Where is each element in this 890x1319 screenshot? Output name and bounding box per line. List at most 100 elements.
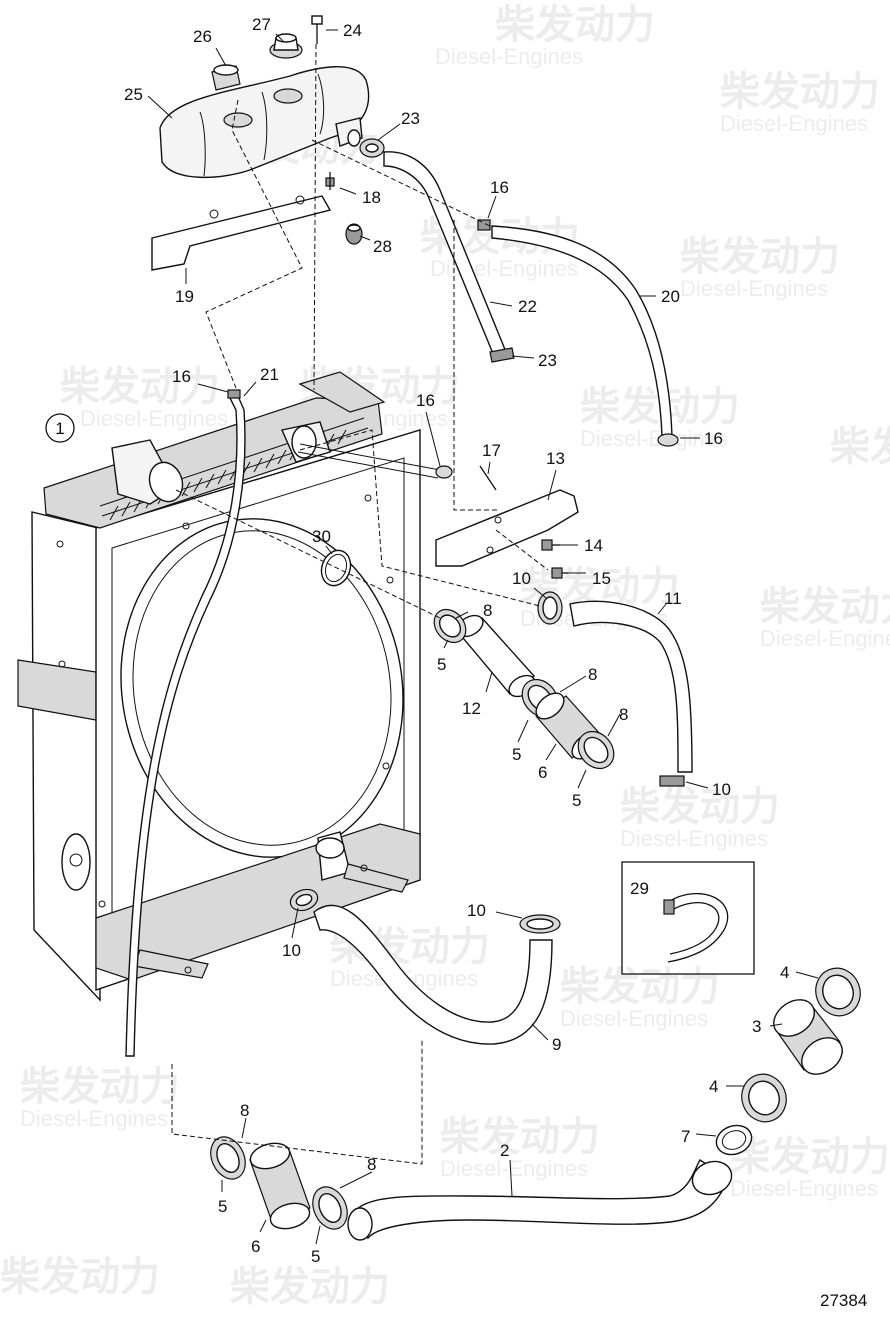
tank-filler-neck (223, 112, 253, 128)
part-label-30: 30 (312, 527, 331, 546)
drain-plug-boss (61, 833, 91, 891)
o-ring-7 (715, 1124, 753, 1156)
watermark: 柴发动力 Diesel-Engines (680, 234, 840, 301)
watermark: 柴发动力 (230, 1264, 390, 1310)
tank-bolt (311, 15, 323, 44)
part-label-16-pipe: 16 (172, 367, 191, 386)
part-label-9: 9 (552, 1035, 561, 1054)
clamp-16-pipe (227, 389, 241, 399)
inset-part-label: 29 (630, 879, 649, 898)
part-label-16-hose-bottom: 16 (704, 429, 723, 448)
watermark: 柴发动力 (830, 424, 890, 470)
watermark-cn: 柴发动力 (560, 964, 720, 1010)
part-label-5-bottom-left: 5 (218, 1197, 227, 1216)
part-label-10-hose-9-right: 10 (467, 901, 486, 920)
clamp-23-lower (489, 347, 515, 363)
upper-radiator-hose (569, 600, 693, 773)
assembly-marker-label: 1 (55, 419, 64, 438)
part-label-27: 27 (252, 15, 271, 34)
watermark-cn: 柴发动力 (0, 1254, 160, 1300)
part-label-22: 22 (518, 297, 537, 316)
watermark-en: Diesel-Engines (720, 111, 868, 136)
radiator-vent-pipe (125, 395, 246, 1057)
inset-box (621, 861, 755, 975)
watermark-en: Diesel-Engines (580, 426, 728, 451)
mount-bracket (435, 489, 579, 567)
watermark-cn: 柴发动力 (620, 784, 780, 830)
watermark: 柴发动力 (0, 1254, 160, 1300)
tank-bracket (151, 195, 332, 271)
watermark-en: Diesel-Engines (435, 44, 583, 69)
part-label-6-bottom: 6 (251, 1237, 260, 1256)
part-label-21: 21 (260, 365, 279, 384)
part-label-4-upper: 4 (780, 963, 789, 982)
watermark-cn: 柴发动力 (495, 2, 655, 48)
watermark: 柴发动力 Diesel-Engines (435, 2, 655, 69)
part-label-5-upper: 5 (437, 655, 446, 674)
clamp-4-upper (815, 967, 861, 1017)
part-label-5-middle: 5 (512, 745, 521, 764)
clamp-16-hose-bottom (657, 433, 679, 447)
pin (479, 465, 497, 491)
watermark: 柴发动力 Diesel-Engines (560, 964, 720, 1031)
part-label-19: 19 (175, 287, 194, 306)
watermark: 柴发动力 Diesel-Engines (760, 584, 890, 651)
part-label-20: 20 (661, 287, 680, 306)
watermark-cn: 柴发动力 (730, 1134, 890, 1180)
clamp-5-8-bottom-right (312, 1186, 348, 1230)
watermark-cn: 柴发动力 (680, 234, 840, 280)
part-label-8-lower: 8 (619, 705, 628, 724)
part-label-10-hose-9-left: 10 (282, 941, 301, 960)
part-label-15: 15 (592, 569, 611, 588)
part-label-10-hose-end: 10 (712, 780, 731, 799)
part-label-8-upper: 8 (483, 601, 492, 620)
clamp-10-hose-11 (537, 591, 563, 625)
drawing-number: 27384 (820, 1291, 867, 1310)
part-label-6-upper: 6 (538, 763, 547, 782)
watermark-cn: 柴发动力 (720, 69, 880, 115)
part-label-25: 25 (124, 85, 143, 104)
watermark-cn: 柴发动力 (60, 364, 220, 410)
watermark-en: Diesel-Engines (760, 626, 890, 651)
tank-pressure-neck (273, 88, 303, 104)
expansion-tank (159, 66, 370, 179)
watermark-cn: 柴发动力 (440, 1114, 600, 1160)
cable-tie (667, 892, 729, 963)
watermark-cn: 柴发动力 (20, 1064, 180, 1110)
frame-bolts (56, 494, 394, 974)
part-label-16-bracket: 16 (416, 391, 435, 410)
bracket-bolt-15 (551, 567, 568, 579)
part-label-5-bottom-right: 5 (311, 1247, 320, 1266)
part-label-8-bottom-right: 8 (367, 1155, 376, 1174)
part-label-16-hose-top: 16 (490, 178, 509, 197)
hose-end-10 (659, 775, 685, 787)
radiator-assembly (17, 371, 421, 1002)
part-label-23-upper: 23 (401, 109, 420, 128)
watermark-cn: 柴发动力 (830, 424, 890, 470)
part-label-28: 28 (373, 237, 392, 256)
bracket-screw (325, 172, 335, 190)
watermark: 柴发动力 Diesel-Engines (20, 1064, 180, 1131)
watermark-en: Diesel-Engines (730, 1176, 878, 1201)
watermark-en: Diesel-Engines (620, 826, 768, 851)
part-label-17: 17 (482, 441, 501, 460)
clamp-5-8-upper (433, 608, 467, 644)
part-label-8-bottom-left: 8 (240, 1101, 249, 1120)
clamp-10-hose-9-left (289, 888, 319, 912)
watermark: 柴发动力 Diesel-Engines (620, 784, 780, 851)
part-label-12: 12 (462, 699, 481, 718)
watermark-en: Diesel-Engines (20, 1106, 168, 1131)
watermark: 柴发动力 Diesel-Engines (60, 364, 228, 431)
leader-lines (147, 29, 819, 1245)
part-label-8-middle: 8 (588, 665, 597, 684)
watermark-en: Diesel-Engines (440, 1156, 588, 1181)
radiator-top-bracket (298, 371, 386, 413)
watermark-en: Diesel-Engines (680, 276, 828, 301)
part-label-24: 24 (343, 21, 362, 40)
watermark-cn: 柴发动力 (230, 1264, 390, 1310)
part-label-4-lower: 4 (709, 1077, 718, 1096)
part-label-3: 3 (752, 1017, 761, 1036)
pressure-cap (269, 33, 303, 59)
part-label-11: 11 (664, 589, 682, 608)
clamp-23-upper (359, 138, 385, 158)
